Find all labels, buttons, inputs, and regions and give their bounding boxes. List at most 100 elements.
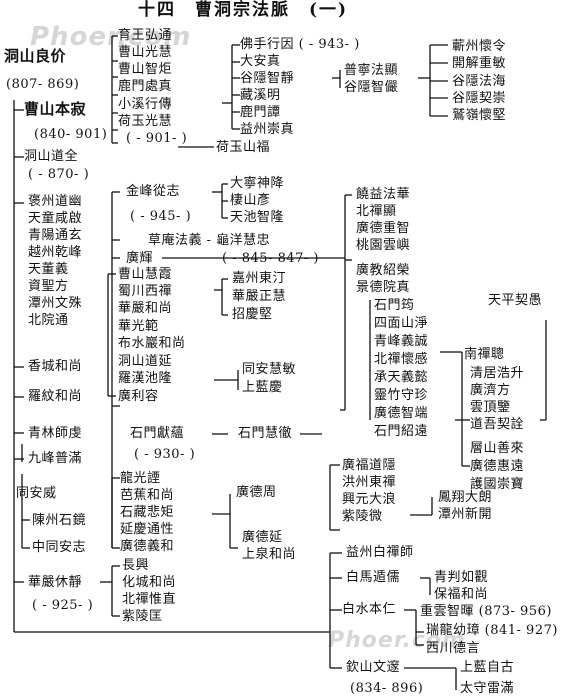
shimen-disciple: 靈竹守珍: [374, 388, 429, 403]
nanchan-name: 南禪聰: [464, 347, 505, 362]
guyin-grand: 谷隱法海: [452, 74, 507, 89]
left-disciple: 天董義: [28, 262, 69, 277]
guangxiang-disciple: 廣福道隱: [342, 458, 397, 473]
qingju-disciple: 廣濟方: [470, 383, 511, 398]
lumen-disciple: 佛手行因 ( - 943- ): [240, 37, 360, 52]
guyin-grand: 開解重敏: [452, 56, 507, 71]
longguang-disciple: 廣德義和: [120, 539, 175, 554]
xianyun-dates: ( - 930- ): [134, 447, 196, 462]
qingju-disciple: 廣德惠遠: [470, 459, 525, 474]
guangde-yan: 廣德延: [242, 530, 283, 545]
daoquan-dates: ( - 870- ): [28, 167, 90, 182]
guyin-grand: 鷲嶺懷堅: [452, 108, 507, 123]
fengxiang-name: 鳳翔大朗: [438, 490, 493, 505]
qingju-disciple: 護國崇寶: [470, 477, 525, 492]
lumen-disciple: 谷隱智靜: [240, 71, 295, 86]
daoquan-name: 洞山道全: [24, 149, 79, 164]
shimen-disciple: 青峰義誠: [374, 334, 429, 349]
guangxiang-disciple: 興元大浪: [342, 492, 397, 507]
changxing-disciple: 北禪惟直: [122, 592, 177, 607]
longguang-disciple: 龍光諲: [120, 471, 161, 486]
huixia-name: 蜀川西禪: [118, 284, 173, 299]
shimen-disciple: 石門筠: [374, 298, 415, 313]
baima-name: 白馬遁儒: [346, 570, 401, 585]
yizhou-name: 益州白禪師: [346, 545, 414, 560]
luowen-name: 羅紋和尚: [28, 389, 83, 404]
baima-heir: 保福和尚: [434, 587, 489, 602]
huixia-heir: 華嚴正慧: [232, 289, 287, 304]
guyin-grand: 谷隱契崇: [452, 91, 507, 106]
shimen-disciple: 承天義懿: [374, 370, 429, 385]
jinfeng-name: 金峰從志: [126, 184, 181, 199]
xianyun-name: 石門獻蘊: [130, 426, 185, 441]
daoyan-heir: 上藍慶: [242, 380, 283, 395]
huixia-name: 布水巖和尚: [118, 336, 186, 351]
qinshan-dates: (834- 896): [350, 681, 424, 696]
guangxiang-disciple: 紫陵微: [342, 509, 383, 524]
root-dates: (807- 869): [6, 77, 80, 92]
benji-dates: (840- 901): [34, 127, 108, 142]
jinfeng-heir: 棲山彥: [230, 193, 271, 208]
huayan-dates: ( - 925- ): [32, 598, 94, 613]
jinfeng-heir: 大寧神降: [230, 176, 285, 191]
benji-disciple: 荷玉光慧: [118, 114, 173, 129]
huixia-heir: 招慶堅: [232, 307, 273, 322]
changxing-disciple: 紫陵匡: [122, 609, 163, 624]
jinfeng-heir: 天池智隆: [230, 210, 285, 225]
jiufeng-name: 九峰普滿: [28, 451, 83, 466]
watermark-bottom: Phoer.com: [328, 628, 466, 653]
lumen-disciple: 益州崇真: [240, 122, 295, 137]
lumen-disciple: 藏溪明: [240, 88, 281, 103]
qinshan-name: 欽山文邃: [346, 660, 401, 675]
lumen-disciple: 鹿門譚: [240, 105, 281, 120]
huixia-name: 曹山慧霞: [118, 267, 173, 282]
tongan-name: 同安威: [16, 486, 57, 501]
left-disciple: 天童咸啟: [28, 211, 83, 226]
changxing-disciple: 長興: [122, 558, 150, 573]
benji-disciple-dates: ( - 901- ): [126, 131, 188, 146]
benji-disciple: 曹山智炬: [118, 62, 173, 77]
benji-name: 曹山本寂: [24, 100, 87, 118]
yunju-disciple: 饒益法華: [356, 187, 411, 202]
xichuan-name: 西川德言: [426, 641, 481, 656]
huixia-name: 洞山道延: [118, 354, 173, 369]
xianyun-heir: 石門慧徹: [238, 426, 293, 441]
fengxiang-name: 潭州新開: [438, 507, 493, 522]
qingju-disciple: 層山善來: [470, 441, 525, 456]
left-disciple: 潭州文殊: [28, 296, 83, 311]
chenzhou-name: 陳州石鏡: [32, 513, 87, 528]
huayan-name: 華嚴休靜: [28, 575, 83, 590]
xianghe-name: 香城和尚: [28, 359, 83, 374]
guanghui-dates: ( - 845- 847- ): [222, 251, 319, 266]
huixia-name: 廣利容: [118, 389, 159, 404]
benji-disciple: 鹿門處真: [118, 79, 173, 94]
shanglan-name: 上藍自古: [460, 660, 515, 675]
guangjiao-disciple: 景德院真: [356, 280, 411, 295]
ruilong-name: 瑞龍幼璋 (841- 927): [426, 623, 558, 638]
lumen-disciple: 大安真: [240, 54, 281, 69]
guanghui-name: 廣輝: [126, 251, 154, 266]
left-disciple: 資聖方: [28, 279, 69, 294]
guyin-grand: 蘄州懷令: [452, 39, 507, 54]
left-disciple: 越州乾峰: [28, 245, 83, 260]
guyin-heir: 普寧法顯: [344, 63, 399, 78]
zhongtong-name: 中同安志: [32, 540, 87, 555]
qingju-disciple: 雲頂鑒: [470, 400, 511, 415]
yunju-disciple: 廣德重智: [356, 221, 411, 236]
jinfeng-dates: ( - 945- ): [130, 209, 192, 224]
chongyun-name: 重雲智暉 (873- 956): [420, 604, 552, 619]
left-disciple: 青陽通玄: [28, 228, 83, 243]
guangde-yan: 上泉和尚: [242, 547, 297, 562]
watermark-top: Phoer.com: [30, 22, 192, 52]
benji-disciple: 曹山光慧: [118, 45, 173, 60]
guangjiao-disciple: 廣教紹榮: [356, 263, 411, 278]
shimen-disciple: 北禪懷感: [374, 352, 429, 367]
chart-title: 十四 曹洞宗法脈 (一): [138, 0, 349, 20]
shimen-disciple: 四面山淨: [374, 316, 429, 331]
qingju-disciple: 道吾契詮: [470, 417, 525, 432]
qingju-disciple: 清居浩升: [470, 366, 525, 381]
baishui-name: 白水本仁: [342, 602, 397, 617]
shimen-disciple: 廣德智端: [374, 406, 429, 421]
yunju-disciple: 北禪顯: [356, 204, 397, 219]
